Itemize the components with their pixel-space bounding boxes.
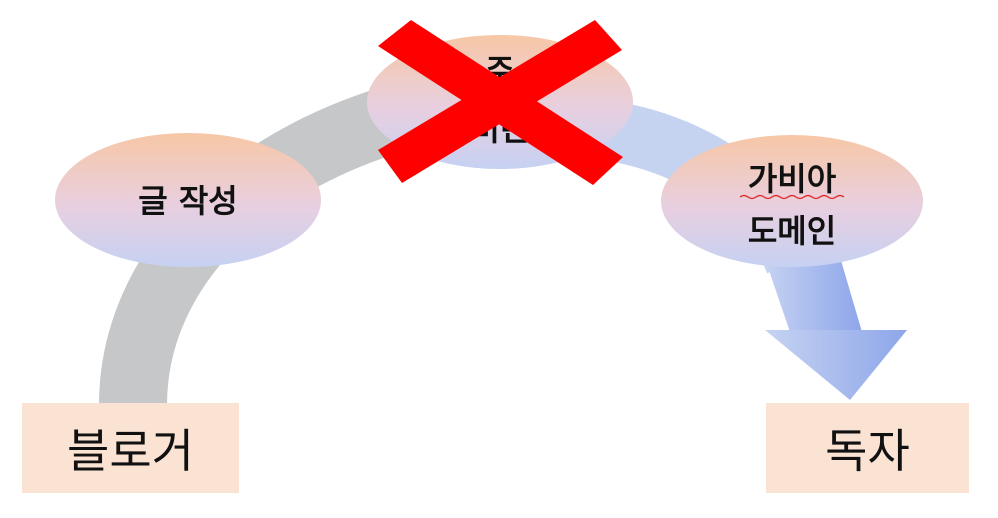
red-x-mark [378,20,623,185]
arrow-head [765,330,907,400]
ellipse-gabia-line1: 가비아 [748,160,837,198]
ellipse-writing-label: 글 작성 [138,182,237,220]
reader-label: 독자 [825,424,910,478]
ellipse-gabia [661,135,923,267]
ellipse-gabia-line2: 도메인 [748,212,836,250]
ellipse-writing [55,133,321,267]
reader-box: 독자 [766,403,969,493]
spellcheck-underline [739,194,845,200]
blogger-label: 블로거 [67,424,194,478]
blogger-box: 블로거 [22,403,239,493]
